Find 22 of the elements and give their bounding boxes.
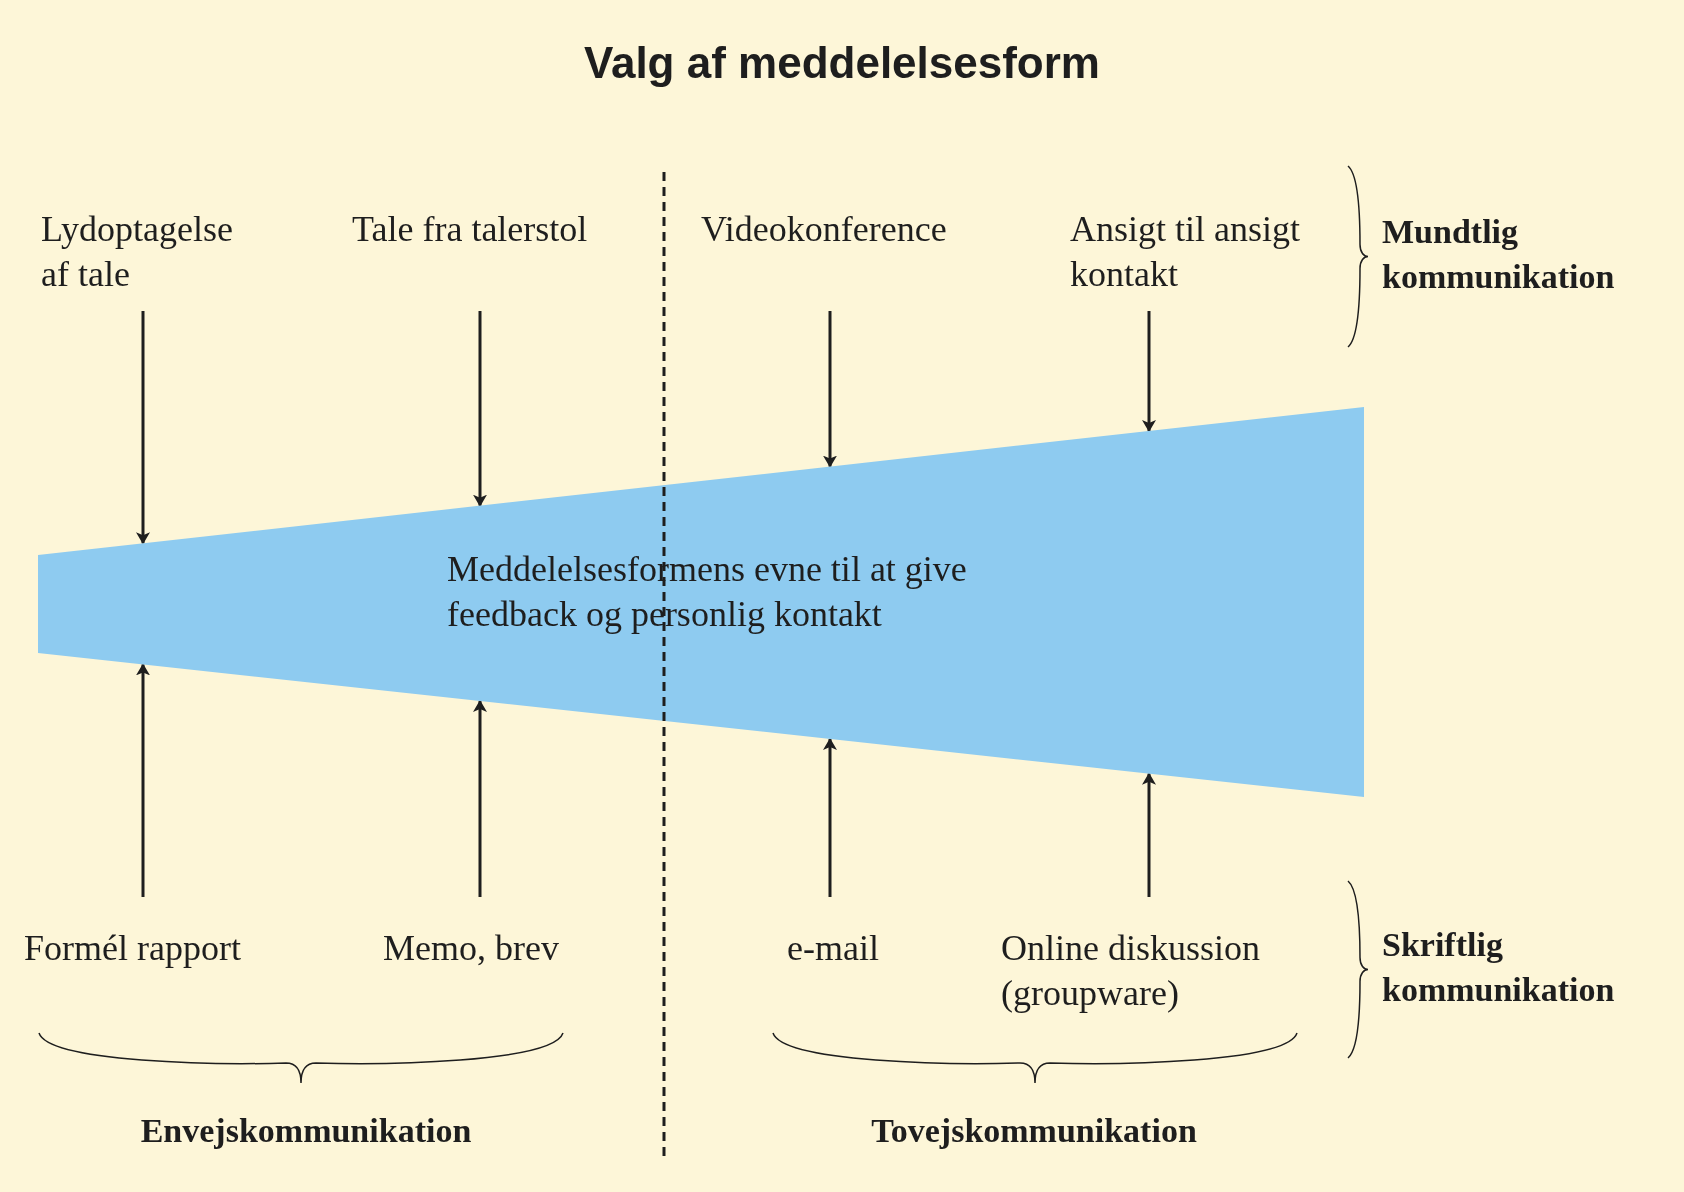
node-label: Lydoptagelse af tale xyxy=(41,207,256,297)
node-label: Memo, brev xyxy=(383,926,603,971)
node-label: e-mail xyxy=(787,926,907,971)
arrow xyxy=(473,700,487,897)
node-label: Videokonference xyxy=(701,207,981,252)
arrow xyxy=(823,311,837,468)
shape-caption: Meddelelsesformens evne til at give feedback og personlig kontakt xyxy=(447,548,968,636)
diagram-title: Valg af meddelelsesform xyxy=(583,38,1101,88)
arrow xyxy=(823,738,837,897)
node-label: Online diskussion (groupware) xyxy=(1001,926,1301,1016)
group-label: Envejskommunikation xyxy=(139,1111,473,1151)
group-label: Skriftlig kommunikation xyxy=(1382,925,1616,1010)
group-label: Tovejskommunikation xyxy=(870,1111,1198,1151)
node-label: Formél rapport xyxy=(24,926,284,971)
arrow xyxy=(136,663,150,897)
node-label: Ansigt til ansigt kontakt xyxy=(1070,207,1340,297)
arrow xyxy=(1142,772,1156,897)
arrow xyxy=(136,311,150,545)
arrow xyxy=(473,311,487,507)
arrow xyxy=(1142,311,1156,432)
group-label: Mundtlig kommunikation xyxy=(1382,212,1616,297)
node-label: Tale fra talerstol xyxy=(352,207,632,252)
